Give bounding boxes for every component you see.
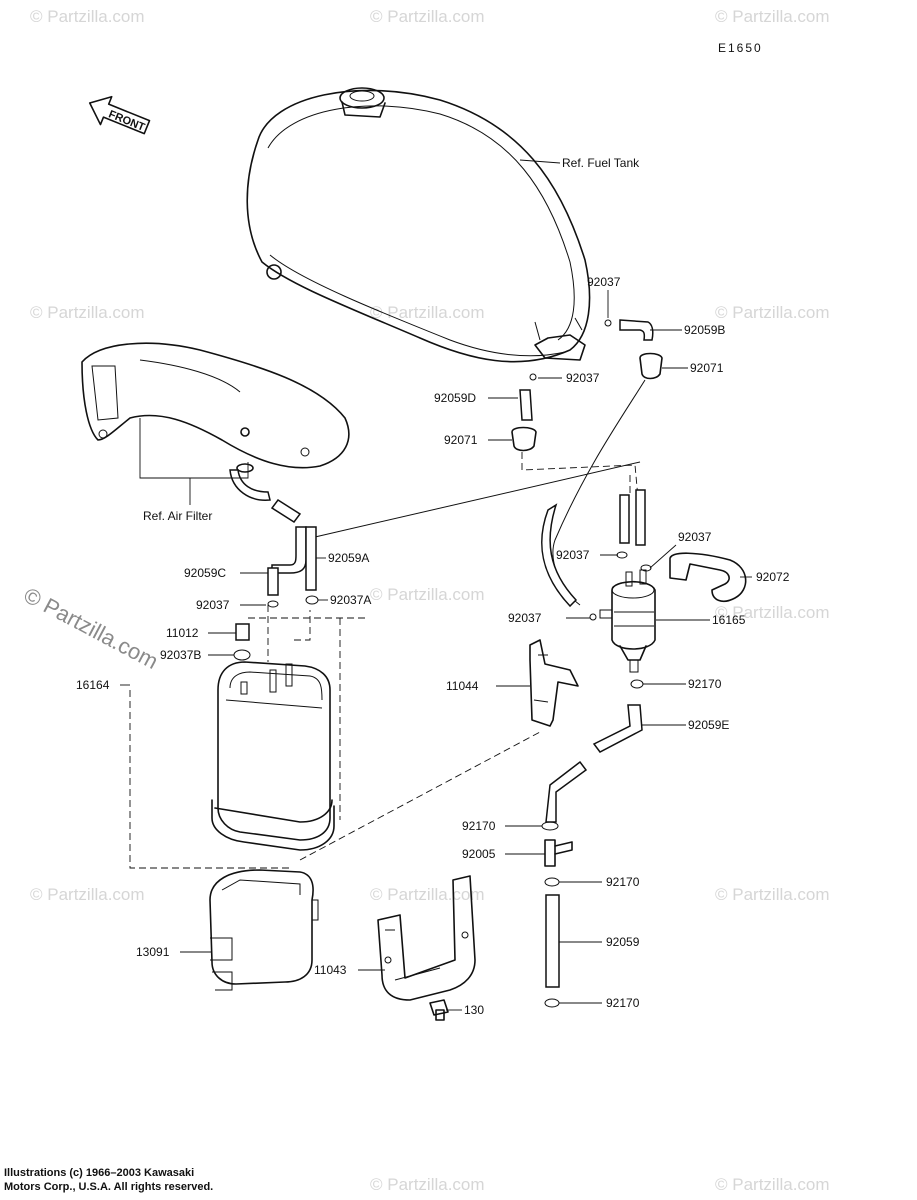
watermark: © Partzilla.com [370, 303, 485, 322]
bolt-130 [429, 999, 449, 1021]
part-label: 92037 [508, 611, 542, 625]
watermark: © Partzilla.com [715, 885, 830, 904]
part-label: 92037B [160, 648, 201, 662]
leader-lines [120, 290, 752, 1011]
part-label: 16164 [76, 678, 110, 692]
part-label: 92037 [566, 371, 600, 385]
watermark: © Partzilla.com [30, 885, 145, 904]
watermark: © Partzilla.com [715, 7, 830, 26]
watermark: © Partzilla.com [370, 1175, 485, 1194]
part-label: 92059 [606, 935, 640, 949]
part-label: 11043 [314, 963, 347, 977]
joint-92005 [544, 839, 573, 867]
diagram-code: E1650 [718, 41, 763, 55]
part-label: 92059C [184, 566, 226, 580]
part-label: 92170 [606, 875, 640, 889]
air-filter-elbow [229, 463, 302, 524]
part-label: 92072 [756, 570, 790, 584]
part-label: 11044 [446, 679, 479, 693]
part-label: 92170 [606, 996, 640, 1010]
part-label: 11012 [166, 626, 199, 640]
cover-13091 [209, 869, 319, 991]
part-label: 16165 [712, 613, 746, 627]
hose-92059c [271, 526, 307, 574]
watermark-layer: © Partzilla.com © Partzilla.com © Partzi… [20, 7, 830, 1194]
front-arrow-icon: FRONT [88, 95, 151, 135]
grommet-92071 [639, 352, 663, 380]
ref-fuel-tank-label: Ref. Fuel Tank [562, 156, 640, 170]
bracket-11043 [377, 875, 476, 1001]
part-label: 92059A [328, 551, 369, 565]
part-label: 92071 [444, 433, 478, 447]
clamp-92037b [233, 649, 251, 661]
part-label: 92037 [587, 275, 621, 289]
cap-11012 [235, 623, 250, 641]
watermark: © Partzilla.com [370, 7, 485, 26]
part-label: 92037A [330, 593, 371, 607]
part-label: 92170 [688, 677, 722, 691]
part-label: 13091 [136, 945, 170, 959]
part-label: 92037 [556, 548, 590, 562]
clamp-92037 [604, 319, 612, 327]
vent-hose [635, 489, 646, 546]
watermark: © Partzilla.com [30, 303, 145, 322]
part-label: 92059E [688, 718, 729, 732]
part-label: 92059B [684, 323, 725, 337]
watermark-large: © Partzilla.com [20, 582, 163, 674]
watermark: © Partzilla.com [715, 1175, 830, 1194]
hose-92059a [305, 526, 317, 591]
separator-16165 [599, 569, 656, 673]
part-label: 92071 [690, 361, 724, 375]
grommet-92071 [511, 426, 537, 452]
watermark: © Partzilla.com [715, 603, 830, 622]
copyright-line: Motors Corp., U.S.A. All rights reserved… [4, 1181, 214, 1193]
hose-92059e [592, 704, 643, 753]
watermark: © Partzilla.com [370, 585, 485, 604]
canister-16164 [211, 623, 335, 851]
fuel-tank [246, 87, 591, 363]
watermark: © Partzilla.com [715, 303, 830, 322]
part-labels: 92037 92059B 92037 92071 92059D 92071 92… [76, 275, 790, 1017]
part-label: 92005 [462, 847, 496, 861]
part-label: 92037 [678, 530, 712, 544]
bracket-11044 [529, 639, 579, 727]
hose-92059 [545, 894, 560, 988]
ref-air-filter-label: Ref. Air Filter [143, 509, 212, 523]
hose-92059d [519, 389, 533, 421]
air-filter-cover [81, 342, 350, 469]
hose-breather [540, 503, 578, 608]
part-label: 92170 [462, 819, 496, 833]
part-label: 92037 [196, 598, 230, 612]
part-label: 92059D [434, 391, 476, 405]
watermark: © Partzilla.com [370, 885, 485, 904]
clamp-92072 [669, 552, 747, 602]
watermark: © Partzilla.com [30, 7, 145, 26]
vent-hose [619, 494, 630, 544]
copyright-notice: Illustrations (c) 1966–2003 Kawasaki Mot… [4, 1166, 213, 1194]
part-label: 130 [464, 1003, 484, 1017]
copyright-line: Illustrations (c) 1966–2003 Kawasaki [4, 1167, 195, 1179]
hose-92059b [619, 319, 654, 341]
